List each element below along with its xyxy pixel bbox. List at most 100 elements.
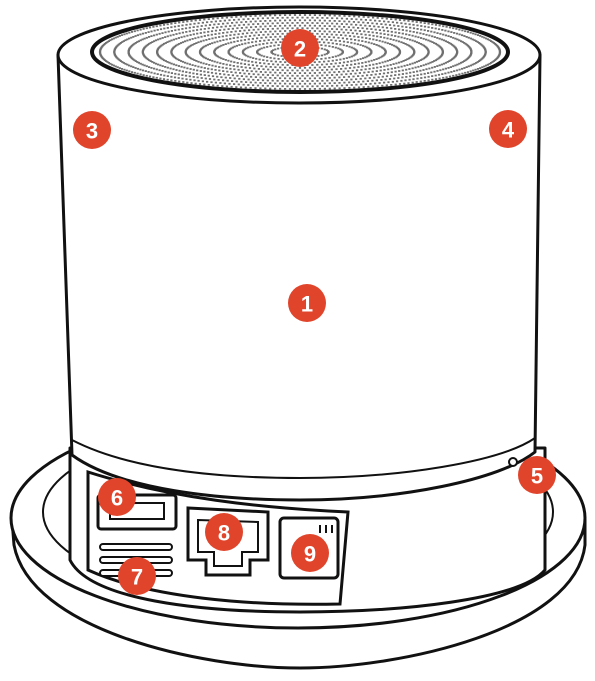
- grille-hole: [348, 21, 350, 23]
- grille-hole: [475, 33, 477, 35]
- grille-hole: [314, 77, 316, 79]
- grille-hole: [253, 35, 255, 37]
- grille-hole: [338, 31, 340, 33]
- grille-hole: [167, 67, 169, 69]
- grille-hole: [249, 46, 251, 48]
- grille-hole: [354, 63, 356, 65]
- grille-hole: [252, 57, 254, 59]
- grille-hole: [273, 45, 275, 47]
- grille-hole: [398, 32, 400, 34]
- grille-hole: [338, 77, 340, 79]
- grille-hole: [164, 71, 166, 73]
- grille-hole: [334, 88, 336, 90]
- grille-hole: [190, 20, 192, 22]
- grille-hole: [420, 65, 422, 67]
- grille-hole: [319, 20, 321, 22]
- grille-hole: [277, 28, 279, 30]
- grille-hole: [291, 85, 293, 87]
- grille-hole: [193, 33, 195, 35]
- grille-hole: [168, 62, 170, 64]
- grille-hole: [266, 46, 268, 48]
- grille-hole: [185, 31, 187, 33]
- grille-hole: [204, 35, 206, 37]
- grille-hole: [392, 21, 394, 23]
- grille-hole: [193, 23, 195, 25]
- grille-hole: [121, 34, 123, 36]
- grille-hole: [361, 66, 363, 68]
- grille-hole: [189, 30, 191, 32]
- grille-hole: [403, 60, 405, 62]
- grille-hole: [319, 30, 321, 32]
- grille-hole: [222, 79, 224, 81]
- grille-hole: [153, 40, 155, 42]
- grille-hole: [228, 83, 230, 85]
- grille-hole: [171, 63, 173, 65]
- grille-hole: [192, 64, 194, 66]
- grille-hole: [224, 83, 226, 85]
- grille-hole: [339, 40, 341, 42]
- grille-hole: [466, 66, 468, 68]
- grille-hole: [258, 68, 260, 70]
- grille-hole: [253, 29, 255, 31]
- grille-hole: [340, 34, 342, 36]
- grille-hole: [197, 26, 199, 28]
- grille-hole: [250, 82, 252, 84]
- grille-hole: [294, 14, 296, 16]
- grille-hole: [416, 21, 418, 23]
- grille-hole: [355, 78, 357, 80]
- grille-hole: [405, 69, 407, 71]
- grille-hole: [287, 27, 289, 29]
- grille-hole: [216, 76, 218, 78]
- grille-hole: [282, 80, 284, 82]
- grille-hole: [274, 83, 276, 85]
- grille-hole: [449, 76, 451, 78]
- grille-hole: [255, 44, 257, 46]
- grille-hole: [435, 24, 437, 26]
- grille-hole: [168, 40, 170, 42]
- grille-hole: [152, 26, 154, 28]
- grille-hole: [376, 32, 378, 34]
- grille-hole: [331, 17, 333, 19]
- grille-hole: [350, 73, 352, 75]
- grille-hole: [343, 26, 345, 28]
- grille-hole: [316, 85, 318, 87]
- grille-hole: [336, 28, 338, 30]
- grille-hole: [225, 43, 227, 45]
- grille-hole: [409, 23, 411, 25]
- grille-hole: [324, 14, 326, 16]
- grille-hole: [301, 22, 303, 24]
- grille-hole: [262, 79, 264, 81]
- grille-hole: [309, 72, 311, 74]
- grille-hole: [396, 80, 398, 82]
- grille-hole: [167, 35, 169, 37]
- grille-hole: [218, 79, 220, 81]
- grille-hole: [142, 33, 144, 35]
- grille-hole: [418, 60, 420, 62]
- grille-hole: [194, 65, 196, 67]
- grille-hole: [121, 68, 123, 70]
- grille-hole: [134, 30, 136, 32]
- grille-hole: [324, 77, 326, 79]
- grille-hole: [397, 66, 399, 68]
- grille-hole: [236, 57, 238, 59]
- grille-hole: [391, 34, 393, 36]
- grille-hole: [399, 83, 401, 85]
- grille-hole: [345, 68, 347, 70]
- grille-hole: [239, 30, 241, 32]
- grille-hole: [175, 64, 177, 66]
- grille-hole: [212, 75, 214, 77]
- grille-hole: [142, 39, 144, 41]
- grille-hole: [382, 76, 384, 78]
- grille-hole: [350, 60, 352, 62]
- grille-hole: [372, 71, 374, 73]
- grille-hole: [435, 28, 437, 30]
- grille-hole: [427, 72, 429, 74]
- grille-hole: [424, 26, 426, 28]
- grille-hole: [174, 73, 176, 75]
- grille-hole: [157, 64, 159, 66]
- grille-hole: [309, 67, 311, 69]
- grille-hole: [207, 68, 209, 70]
- grille-hole: [324, 25, 326, 27]
- grille-hole: [164, 31, 166, 33]
- grille-hole: [251, 61, 253, 63]
